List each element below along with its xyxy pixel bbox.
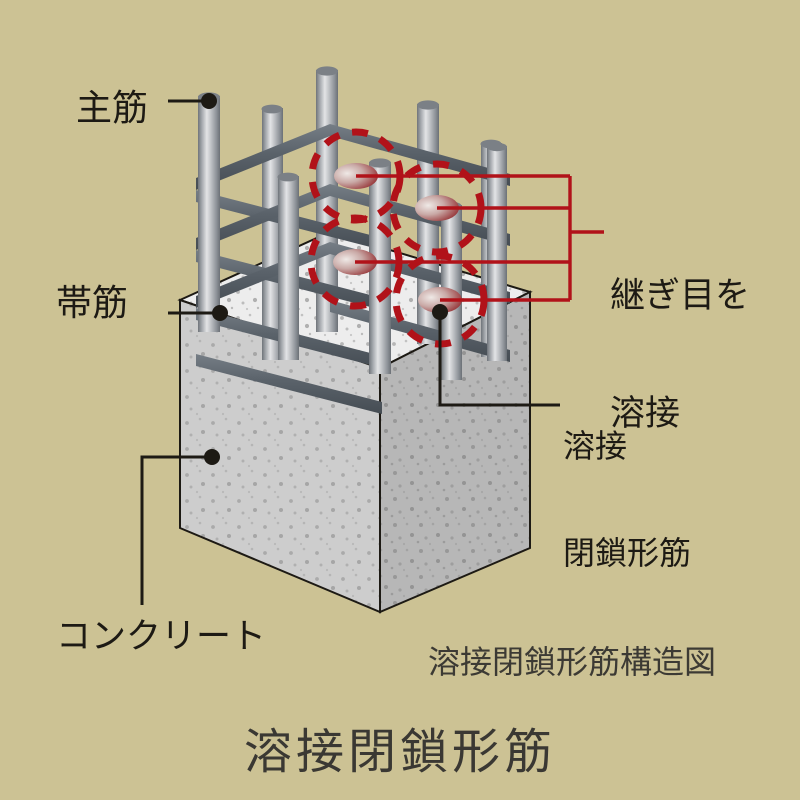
weld-leader-lines xyxy=(355,174,604,302)
annotation-leader-dots xyxy=(201,93,448,465)
label-weld-joint-line1: 継ぎ目を xyxy=(610,276,751,316)
label-hoop: 帯筋 xyxy=(56,283,129,323)
label-closed-hoop-line1: 溶接 xyxy=(563,427,628,464)
main-bars-front xyxy=(198,92,507,380)
figure-caption: 溶接閉鎖形筋構造図 xyxy=(428,644,717,680)
label-main-bar: 主筋 xyxy=(76,88,149,128)
label-weld-joint: 継ぎ目を 溶接 xyxy=(610,198,750,512)
label-closed-hoop-line2: 閉鎖形筋 xyxy=(563,535,692,572)
label-concrete: コンクリート xyxy=(56,617,267,656)
label-closed-hoop: 溶接 閉鎖形筋 xyxy=(563,357,691,644)
page-title: 溶接閉鎖形筋 xyxy=(243,726,556,779)
label-weld-joint-line2: 溶接 xyxy=(610,393,681,433)
